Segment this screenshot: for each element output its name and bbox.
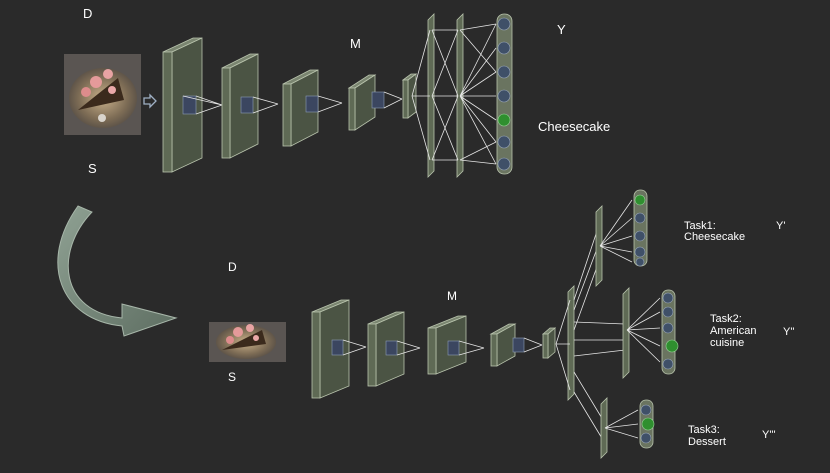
top-output-node: [497, 89, 511, 103]
top-d-label: D: [83, 6, 92, 21]
task2-title: Task2:: [710, 313, 742, 325]
task2-branch: Task2: American cuisine Y'': [622, 287, 795, 379]
top-m-label: M: [350, 36, 361, 51]
bottom-d-label: D: [228, 260, 237, 274]
task2-label-line1: American: [710, 325, 756, 337]
bottom-input-image: [209, 322, 286, 362]
task3-output-node: [640, 432, 652, 444]
bottom-network: D S M: [209, 189, 795, 459]
task2-fc-layer: [622, 287, 630, 379]
top-network: D S M Y Cheesecake: [64, 6, 610, 178]
task3-label: Dessert: [688, 436, 726, 448]
bottom-conv-layer-2: [367, 311, 421, 387]
top-output-node-active: [497, 113, 511, 127]
transfer-arrow: [57, 205, 178, 337]
task3-branch: Task3: Dessert Y''': [600, 397, 776, 459]
task1-output-node: [634, 212, 646, 224]
top-output-layer: [496, 13, 513, 175]
task2-output-node: [662, 292, 674, 304]
task2-output-node-active: [665, 339, 679, 353]
task1-output-node: [634, 246, 646, 258]
task2-output-node: [662, 322, 674, 334]
top-s-label: S: [88, 161, 97, 176]
task2-label-line2: cuisine: [710, 337, 744, 349]
bottom-m-label: M: [447, 289, 457, 303]
top-output-node: [497, 17, 511, 31]
task2-y-label: Y'': [783, 326, 795, 338]
task2-output-node: [662, 306, 674, 318]
task3-fc-layer: [600, 397, 608, 459]
task2-output-node: [662, 358, 674, 370]
task1-title: Task1:: [684, 220, 716, 232]
task1-output-node: [635, 257, 645, 267]
task3-output-node-active: [641, 417, 655, 431]
top-output-node: [497, 135, 511, 149]
bottom-conv-layer-1: [311, 299, 367, 399]
task1-output-node-active: [634, 194, 646, 206]
task1-output-node: [634, 230, 646, 242]
task3-y-label: Y''': [762, 429, 776, 441]
task3-output-node: [640, 404, 652, 416]
top-output-node: [497, 41, 511, 55]
top-prediction-label: Cheesecake: [538, 119, 610, 134]
top-input-image: [64, 54, 141, 135]
task3-title: Task3:: [688, 424, 720, 436]
bottom-branch-connections: [573, 227, 626, 441]
bottom-conv-layer-4: [489, 323, 543, 367]
task1-branch: Task1: Cheesecake Y': [595, 189, 785, 287]
top-conv-layer-1: [162, 37, 223, 173]
task1-label: Cheesecake: [684, 231, 745, 243]
input-arrow: [143, 93, 157, 109]
top-conv-layer-3: [282, 69, 343, 147]
top-fc-layer-1: [427, 13, 435, 178]
bottom-s-label: S: [228, 370, 236, 384]
top-conv-layer-4: [347, 74, 403, 131]
top-output-node: [497, 65, 511, 79]
bottom-shared-fc-layer: [567, 285, 575, 401]
task1-y-label: Y': [776, 220, 785, 232]
top-fc-connections: [411, 23, 497, 165]
top-y-label: Y: [557, 22, 566, 37]
top-conv-layer-2: [221, 53, 279, 159]
bottom-conv-layer-5: [541, 327, 557, 359]
task1-fc-layer: [595, 205, 603, 287]
top-output-node: [497, 157, 511, 171]
bottom-conv-layer-3: [427, 315, 485, 375]
